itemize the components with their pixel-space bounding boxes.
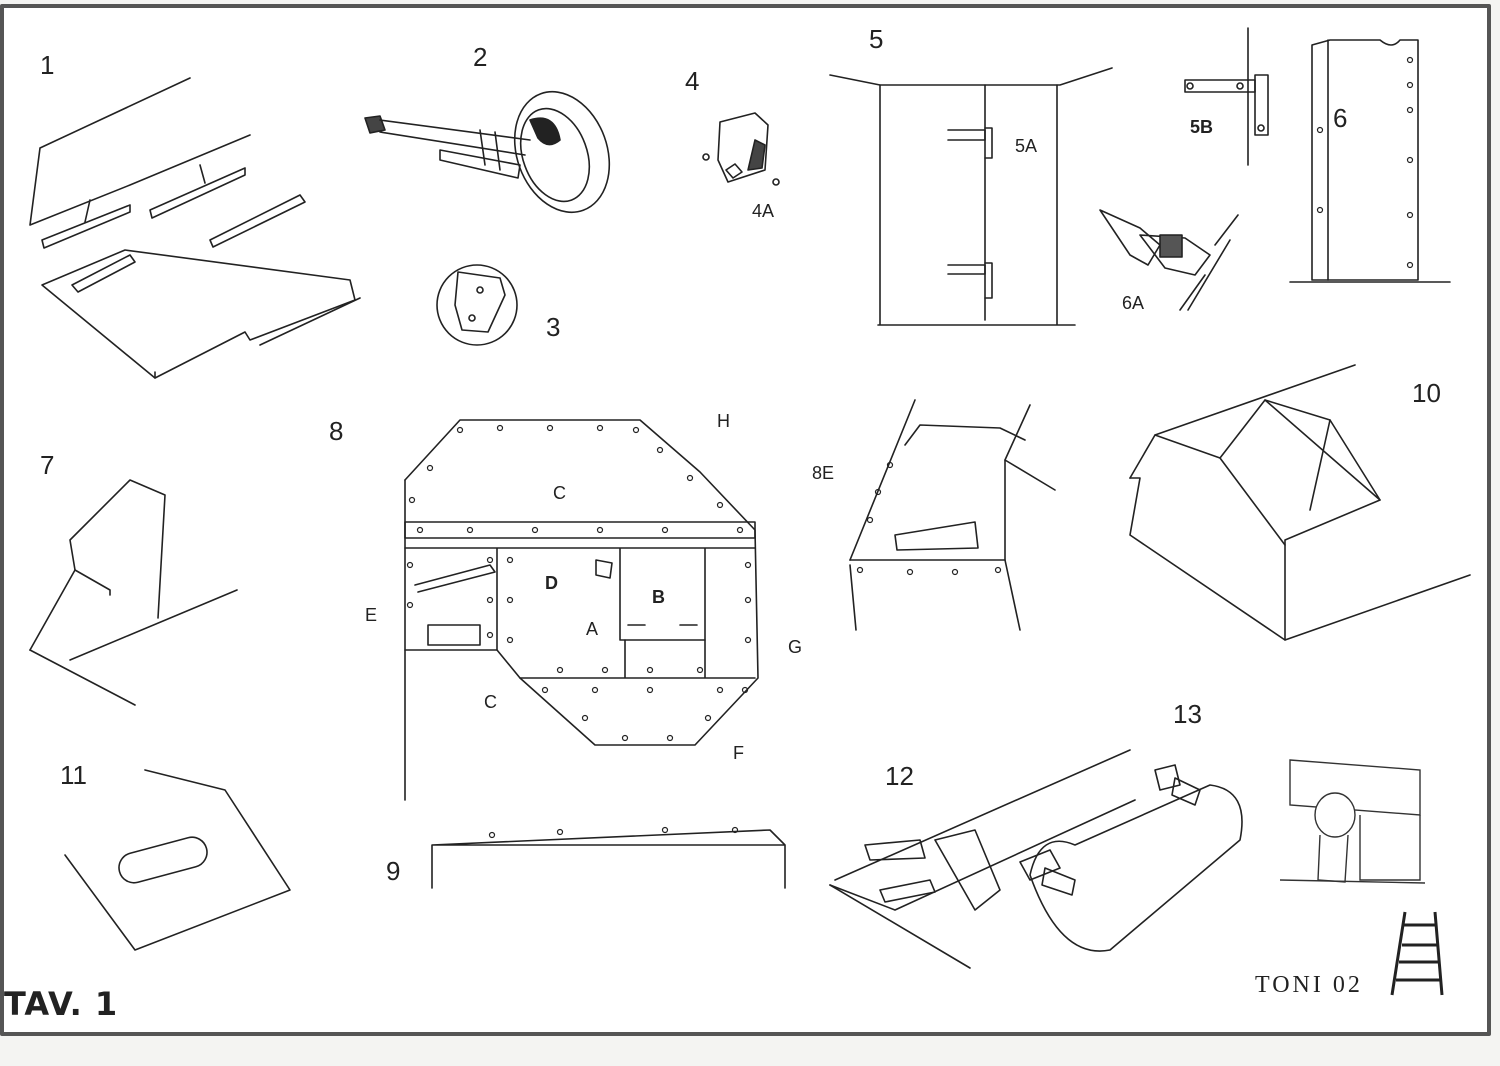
figure-label-8: 8: [329, 416, 344, 446]
figure-11-drawing: [64, 769, 291, 951]
figure-label-3: 3: [546, 312, 561, 342]
figure-label-9: 9: [386, 856, 401, 886]
figure-label-10: 10: [1412, 378, 1441, 408]
figure-label-13: 13: [1173, 699, 1202, 729]
part-letter-c-bottom: C: [484, 692, 497, 712]
author-signature: TONI 02: [1255, 972, 1363, 998]
figure-2-drawing: [364, 90, 611, 214]
part-letter-d: D: [545, 573, 558, 593]
figure-label-1: 1: [40, 50, 55, 80]
figure-1-drawing: [29, 77, 361, 379]
figure-label-8e: 8E: [812, 463, 835, 483]
figure-label-7: 7: [40, 450, 55, 480]
figure-3-drawing: [436, 264, 518, 346]
ladder-icon: [1390, 911, 1444, 996]
snoopy-doghouse-icon: [1279, 759, 1426, 884]
figure-label-12: 12: [885, 761, 914, 791]
figure-label-4a: 4A: [752, 201, 775, 221]
figure-label-5b: 5B: [1190, 117, 1214, 137]
figure-8e-drawing: [849, 399, 1056, 631]
part-letter-h: H: [717, 411, 730, 431]
part-letter-e: E: [365, 605, 378, 625]
figure-label-5a: 5A: [1015, 136, 1038, 156]
figure-10-drawing: [1129, 364, 1471, 641]
figure-5-drawing: [829, 67, 1113, 326]
figure-13-drawing: [1019, 764, 1243, 952]
figure-4-drawing: [702, 112, 780, 186]
figure-12-drawing: [829, 749, 1136, 969]
part-letter-c-top: C: [553, 483, 566, 503]
figure-9-drawing: [431, 829, 786, 889]
figure-label-4: 4: [685, 66, 700, 96]
part-letter-b: B: [652, 587, 665, 607]
part-letter-g: G: [788, 637, 803, 657]
part-letter-a: A: [586, 619, 599, 639]
figure-6-drawing: [1289, 39, 1451, 283]
sheet-title: TAV. 1: [4, 985, 119, 1023]
figure-label-6: 6: [1333, 103, 1348, 133]
figure-label-5: 5: [869, 24, 884, 54]
figure-8-rivets: [406, 424, 752, 742]
figure-8e-rivets: [488, 461, 1002, 839]
figure-6-rivets: [1316, 56, 1414, 269]
figure-5b-drawing: [1184, 27, 1269, 166]
figure-6a-drawing: [1099, 209, 1239, 311]
figure-label-11: 11: [60, 760, 87, 790]
figure-8-drawing: [404, 419, 759, 801]
part-letter-f: F: [733, 743, 744, 763]
figure-7-drawing: [29, 479, 238, 706]
figure-label-6a: 6A: [1122, 293, 1145, 313]
figure-label-2: 2: [473, 42, 488, 72]
